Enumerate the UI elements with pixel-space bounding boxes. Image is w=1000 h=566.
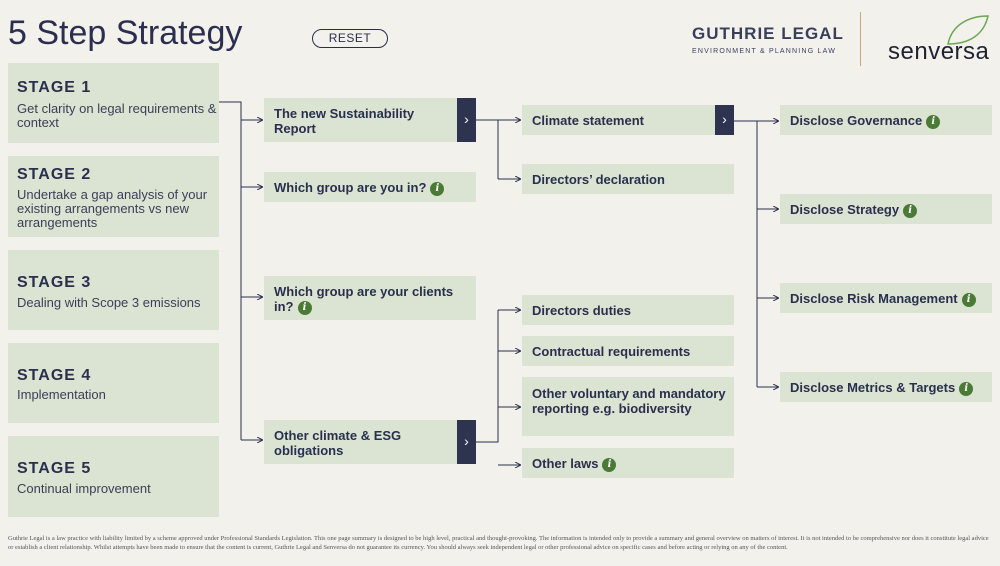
which-group-box[interactable]: Which group are you in?i (264, 172, 476, 202)
directors-duties-box[interactable]: Directors duties (522, 295, 734, 325)
stage-4[interactable]: STAGE 4 Implementation (8, 343, 219, 423)
reset-button[interactable]: RESET (312, 29, 388, 48)
sustainability-report-box[interactable]: The new Sustainability Report › (264, 98, 476, 142)
chevron-right-icon[interactable]: › (715, 105, 734, 135)
stage-title: STAGE 2 (17, 166, 92, 183)
guthrie-legal-logo: GUTHRIE LEGAL ENVIRONMENT & PLANNING LAW (692, 24, 844, 55)
stage-1[interactable]: STAGE 1 Get clarity on legal requirement… (8, 63, 219, 143)
box-label: Contractual requirements (532, 344, 691, 359)
info-icon[interactable]: i (602, 457, 617, 472)
box-label: Which group are your clients in? (274, 284, 454, 314)
box-label: Directors’ declaration (532, 172, 665, 187)
stage-title: STAGE 3 (17, 274, 92, 291)
box-label: Which group are you in? (274, 180, 427, 195)
climate-statement-box[interactable]: Climate statement › (522, 105, 734, 135)
box-label: Disclose Metrics & Targets (790, 380, 956, 395)
info-icon[interactable]: i (926, 114, 941, 129)
info-icon[interactable]: i (430, 181, 445, 196)
stage-3[interactable]: STAGE 3 Dealing with Scope 3 emissions (8, 250, 219, 330)
info-icon[interactable]: i (959, 381, 974, 396)
box-label: Other laws (532, 456, 599, 471)
chevron-right-icon[interactable]: › (457, 420, 476, 464)
page-title: 5 Step Strategy (8, 14, 243, 52)
stage-title: STAGE 1 (17, 79, 92, 96)
logo-divider (860, 12, 861, 66)
stage-description: Implementation (17, 387, 106, 402)
footer-disclaimer: Guthrie Legal is a law practice with lia… (8, 535, 989, 551)
stage-description: Undertake a gap analysis of your existin… (17, 187, 208, 230)
other-voluntary-box[interactable]: Other voluntary and mandatory reporting … (522, 377, 734, 436)
stage-title: STAGE 4 (17, 367, 92, 384)
stage-description: Continual improvement (17, 481, 151, 496)
senversa-logo: senversa (888, 38, 990, 65)
stage-2[interactable]: STAGE 2 Undertake a gap analysis of your… (8, 156, 219, 237)
box-label: Directors duties (532, 303, 631, 318)
contractual-requirements-box[interactable]: Contractual requirements (522, 336, 734, 366)
which-group-clients-box[interactable]: Which group are your clients in?i (264, 276, 476, 320)
box-label: Climate statement (532, 113, 644, 128)
box-label: Disclose Governance (790, 113, 923, 128)
stage-title: STAGE 5 (17, 460, 92, 477)
info-icon[interactable]: i (903, 203, 918, 218)
guthrie-logo-sub: ENVIRONMENT & PLANNING LAW (692, 48, 836, 55)
box-label: Other voluntary and mandatory reporting … (532, 386, 726, 416)
directors-declaration-box[interactable]: Directors’ declaration (522, 164, 734, 194)
guthrie-logo-name: GUTHRIE LEGAL (692, 24, 844, 43)
other-obligations-box[interactable]: Other climate & ESG obligations › (264, 420, 476, 464)
box-label: Other climate & ESG obligations (274, 428, 402, 458)
info-icon[interactable]: i (297, 300, 312, 315)
box-label: The new Sustainability Report (274, 106, 415, 136)
info-icon[interactable]: i (961, 292, 976, 307)
box-label: Disclose Strategy (790, 202, 900, 217)
leaf-icon (947, 15, 989, 45)
chevron-right-icon[interactable]: › (457, 98, 476, 142)
stage-description: Get clarity on legal requirements & cont… (17, 101, 217, 130)
stage-5[interactable]: STAGE 5 Continual improvement (8, 436, 219, 517)
box-label: Disclose Risk Management (790, 291, 958, 306)
stage-description: Dealing with Scope 3 emissions (17, 295, 201, 310)
